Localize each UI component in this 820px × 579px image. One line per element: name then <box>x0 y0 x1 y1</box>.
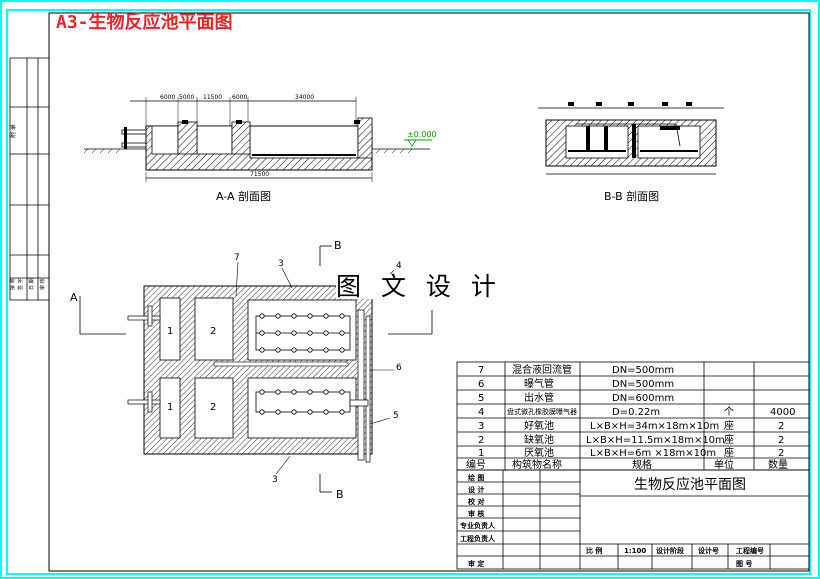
dim-aa-3: 11500 <box>203 94 222 101</box>
section-bb <box>538 102 724 175</box>
level-mark: ±0.000 <box>407 130 437 139</box>
row-no: 2 <box>478 435 484 446</box>
caption-aa: A-A 剖面图 <box>216 189 271 203</box>
design-stage-label: 设计阶段 <box>656 546 684 555</box>
row-name: 盘式微孔橡胶膜曝气器 <box>507 407 577 416</box>
plan-view: A B B <box>70 239 433 501</box>
title-block-roles: 绘 图 设 计 校 对 审 核 专业负责人 工程负责人 审 定 <box>460 473 496 568</box>
row-name: 曝气管 <box>524 377 554 390</box>
design-no-label: 设计号 <box>698 546 719 555</box>
parts-rows: 7 混合液回流管 DN=500mm 6 曝气管 DN=500mm 5 出水管 D… <box>466 363 795 471</box>
callout-5: 5 <box>393 411 399 421</box>
dim-aa-bottom: 71500 <box>250 171 269 178</box>
row-qty: 4000 <box>770 407 795 418</box>
row-unit: 个 <box>724 406 734 418</box>
dim-aa-1: 6000 <box>160 94 175 101</box>
role-label: 工程负责人 <box>460 534 496 543</box>
row-unit: 座 <box>724 419 734 432</box>
section-aa: 6000 5000 11500 6000 34000 ±0.000 <box>83 94 437 182</box>
scale-value: 1:100 <box>624 547 646 555</box>
row-qty: 2 <box>778 421 784 432</box>
row-name: 出水管 <box>524 391 554 404</box>
callout-3-top: 3 <box>278 259 284 269</box>
header-name: 构筑物名称 <box>512 458 562 471</box>
row-name: 缺氧池 <box>524 433 554 446</box>
page-title: A3-生物反应池平面图 <box>56 12 233 33</box>
row-name: 厌氧池 <box>524 446 554 459</box>
tank-label-1a: 1 <box>167 326 173 337</box>
scale-label: 比 例 <box>586 546 602 555</box>
role-label: 设 计 <box>468 485 484 494</box>
callout-3-bottom: 3 <box>272 475 278 485</box>
header-no: 编号 <box>466 458 486 471</box>
caption-bb: B-B 剖面图 <box>604 189 659 203</box>
title-block <box>456 469 810 570</box>
row-no: 7 <box>478 365 484 376</box>
header-unit: 单位 <box>714 458 734 471</box>
section-mark-b-bottom: B <box>336 488 344 501</box>
section-mark-a: A <box>70 291 78 304</box>
dim-aa-2: 5000 <box>179 94 194 101</box>
row-spec: DN=500mm <box>612 365 674 376</box>
row-name: 混合液回流管 <box>512 363 572 376</box>
row-spec: L×B×H=11.5m×18m×10m <box>586 435 725 446</box>
row-no: 1 <box>478 448 484 459</box>
tank-label-2a: 2 <box>210 326 216 337</box>
strip-label-top: 附 录 <box>9 124 17 138</box>
role-label: 校 对 <box>468 497 484 506</box>
dim-aa-4: 6000 <box>232 94 247 101</box>
strip-label-1: 接 收 <box>9 278 16 290</box>
row-no: 6 <box>478 379 484 390</box>
strip-label-3: 日 期 <box>29 278 35 290</box>
drawing-name: 生物反应池平面图 <box>634 476 746 493</box>
sheet-no-label: 图 号 <box>736 559 752 568</box>
strip-label-2: 签 字 <box>17 278 24 290</box>
row-spec: L×B×H=6m ×18m×10m <box>590 448 716 459</box>
role-label: 审 核 <box>468 509 484 518</box>
tank-label-2b: 2 <box>210 402 216 413</box>
inner-border <box>6 9 811 575</box>
row-spec: DN=600mm <box>612 393 674 404</box>
row-unit: 座 <box>724 446 734 459</box>
role-label: 绘 图 <box>468 473 484 482</box>
row-qty: 2 <box>778 448 784 459</box>
row-spec: DN=500mm <box>612 379 674 390</box>
callout-6: 6 <box>396 363 402 373</box>
callout-4: 4 <box>396 261 402 271</box>
dim-aa-5: 34000 <box>295 94 314 101</box>
row-no: 3 <box>478 421 484 432</box>
watermark-text: 图 文 设 计 <box>336 272 502 301</box>
strip-label-4: 审 核 <box>39 278 46 290</box>
row-spec: L×B×H=34m×18m×10m <box>590 421 719 432</box>
row-no: 4 <box>478 407 484 418</box>
left-strip <box>9 57 50 301</box>
row-qty: 2 <box>778 435 784 446</box>
project-no-label: 工程编号 <box>736 546 764 555</box>
role-label: 审 定 <box>468 559 484 568</box>
header-spec: 规格 <box>632 458 652 471</box>
row-spec: D=0.22m <box>612 407 660 418</box>
section-mark-b-top: B <box>334 239 342 252</box>
row-no: 5 <box>478 393 484 404</box>
row-name: 好氧池 <box>524 419 554 432</box>
tank-label-1b: 1 <box>167 402 173 413</box>
header-qty: 数量 <box>768 458 788 471</box>
row-unit: 座 <box>724 433 734 446</box>
callout-7: 7 <box>234 253 240 263</box>
role-label: 专业负责人 <box>460 521 496 530</box>
parts-table <box>456 361 810 471</box>
